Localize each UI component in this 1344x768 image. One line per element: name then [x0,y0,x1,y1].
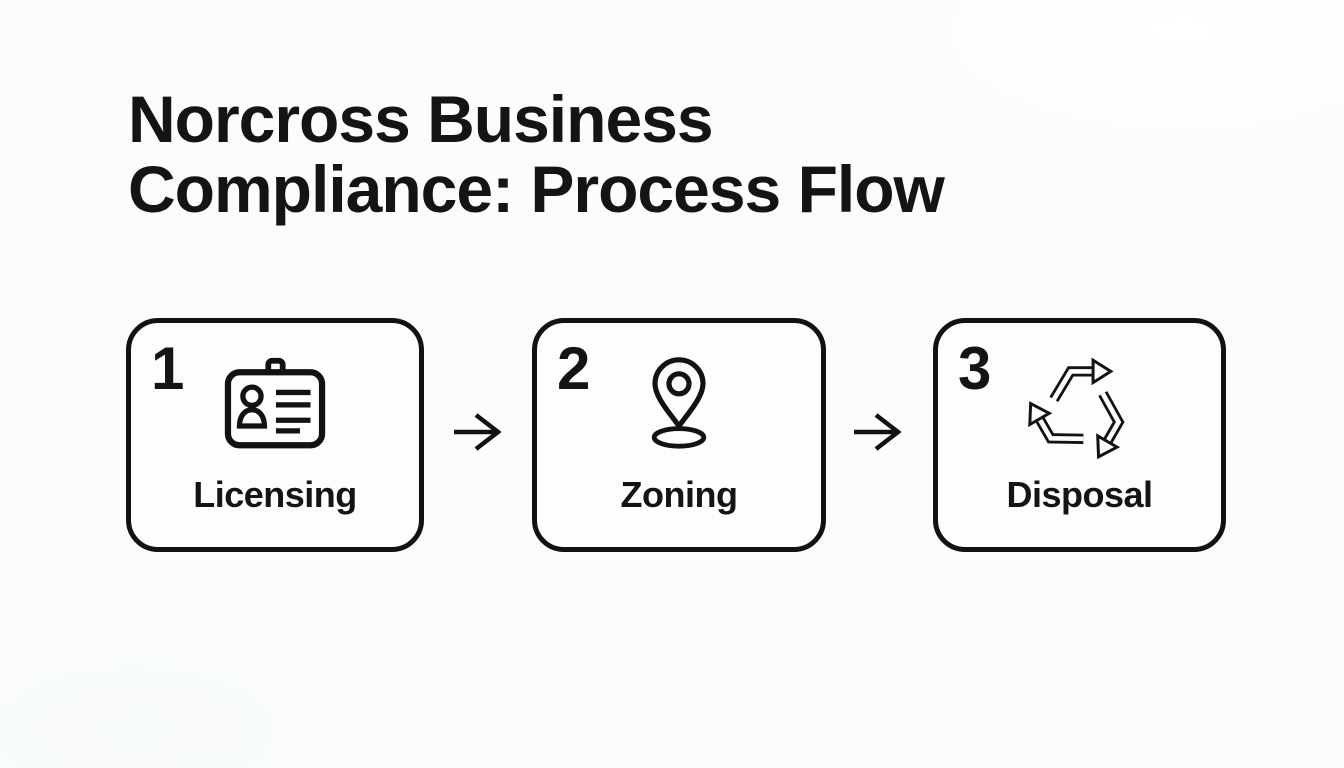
step-number: 1 [151,335,185,402]
page-title-line1: Norcross Business [128,82,714,156]
recycle-icon [938,349,1221,461]
arrow-right-icon [452,409,502,455]
step-number: 2 [557,335,591,402]
step-label: Licensing [193,474,357,515]
arrow-right-icon [852,409,902,455]
step-number: 3 [958,335,992,402]
step-card-zoning: 2 Zoning [532,318,826,552]
step-label: Disposal [1006,474,1153,515]
step-card-licensing: 1 Licensing [126,318,424,552]
id-badge-icon [131,355,419,451]
step-card-disposal: 3 Disposal [933,318,1226,552]
map-pin-icon [537,355,821,451]
step-label: Zoning [620,474,738,515]
page-title-line2: Compliance: Process Flow [128,152,945,226]
